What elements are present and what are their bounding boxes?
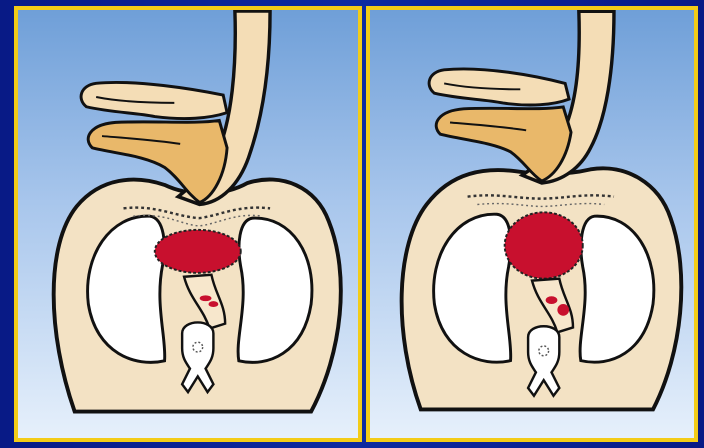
panel-release — [366, 6, 698, 442]
aorta-spot-2 — [557, 304, 569, 316]
release-illustration — [370, 10, 694, 438]
upper-hand — [429, 69, 569, 105]
aorta-spot-1 — [200, 295, 212, 301]
upper-hand — [81, 82, 227, 118]
aorta-spot-1 — [546, 296, 558, 304]
compression-illustration — [18, 10, 358, 438]
heart-expanded — [505, 212, 583, 278]
panel-compression — [14, 6, 362, 442]
heart-compressed — [155, 230, 241, 273]
aorta-spot-2 — [209, 301, 219, 307]
